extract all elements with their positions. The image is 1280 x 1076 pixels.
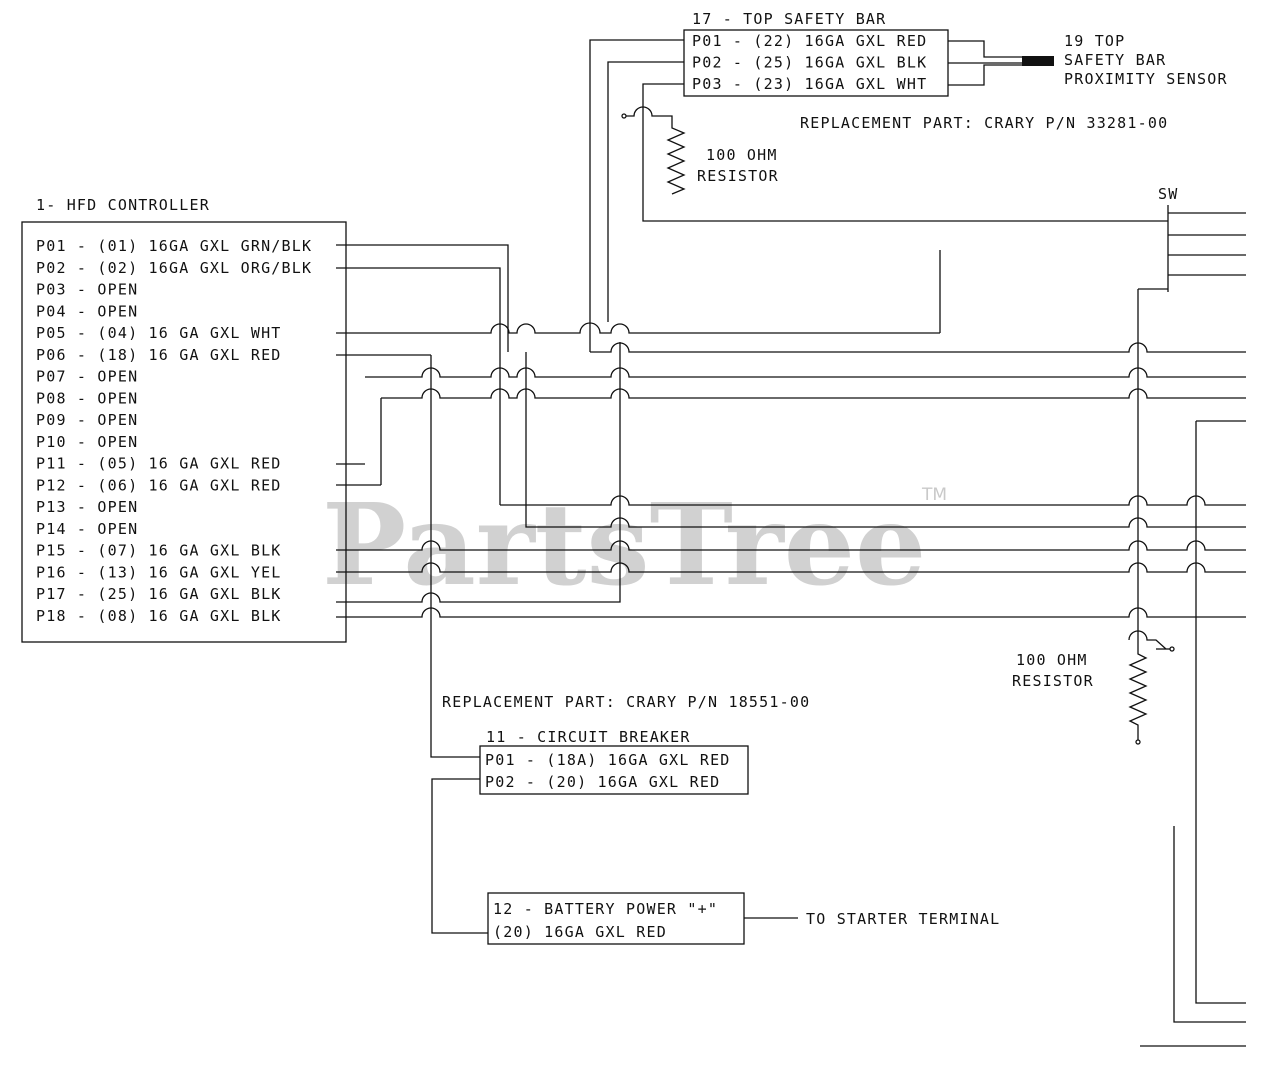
hfd-pin-11: P11 - (05) 16 GA GXL RED <box>36 455 282 473</box>
hfd-pin-10: P10 - OPEN <box>36 433 138 451</box>
hfd-pin-7: P07 - OPEN <box>36 368 138 386</box>
switch-block: SW <box>1138 185 1246 292</box>
right-resistor-label-2: RESISTOR <box>1012 672 1094 690</box>
wire-sb-p01-branch <box>590 342 1246 353</box>
battery-label-line-1: 12 - BATTERY POWER "+" <box>493 900 718 918</box>
hfd-pin-16: P16 - (13) 16 GA GXL YEL <box>36 563 282 581</box>
right-resistor-symbol <box>1128 630 1167 740</box>
hfd-controller-title: 1- HFD CONTROLLER <box>36 196 210 214</box>
battery-box <box>487 892 745 945</box>
hfd-pin-14: P14 - OPEN <box>36 520 138 538</box>
top-resistor-block: 100 OHM RESISTOR <box>621 106 779 195</box>
breaker-box <box>479 745 749 795</box>
hfd-pin-9: P09 - OPEN <box>36 411 138 429</box>
hfd-pin-1: P01 - (01) 16GA GXL GRN/BLK <box>36 237 312 255</box>
top-safety-bar-block: 17 - TOP SAFETY BAR P01 - (22) 16GA GXL … <box>683 10 1168 132</box>
wire-p16 <box>336 562 1246 573</box>
hfd-pin-5: P05 - (04) 16 GA GXL WHT <box>36 324 282 342</box>
wire-p02-run <box>500 495 1246 506</box>
safety-bar-pin-1: P01 - (22) 16GA GXL RED <box>692 32 927 50</box>
sensor-label-line-2: SAFETY BAR <box>1064 51 1166 69</box>
right-resistor-terminal-b <box>1135 739 1141 745</box>
breaker-pin-2: P02 - (20) 16GA GXL RED <box>485 773 720 791</box>
hfd-controller-block: 1- HFD CONTROLLER P01 - (01) 16GA GXL GR… <box>21 196 347 643</box>
hfd-pin-12: P12 - (06) 16 GA GXL RED <box>36 476 282 494</box>
top-resistor-terminal <box>621 113 627 119</box>
hfd-pin-list: P01 - (01) 16GA GXL GRN/BLK P02 - (02) 16… <box>36 237 312 625</box>
hfd-pin-13: P13 - OPEN <box>36 498 138 516</box>
breaker-replacement-note: REPLACEMENT PART: CRARY P/N 18551-00 <box>442 693 810 711</box>
wire-harness <box>336 39 1246 1047</box>
sensor-label-line-3: PROXIMITY SENSOR <box>1064 70 1228 88</box>
wire-p18 <box>336 607 1246 618</box>
top-resistor-label-2: RESISTOR <box>697 167 779 185</box>
wire-p08 <box>381 388 1246 399</box>
wire-p07 <box>365 367 1246 378</box>
switch-label: SW <box>1158 185 1178 203</box>
safety-bar-pin-3: P03 - (23) 16GA GXL WHT <box>692 75 927 93</box>
hfd-pin-6: P06 - (18) 16 GA GXL RED <box>36 346 282 364</box>
sensor-leads <box>948 40 1022 86</box>
top-resistor-symbol <box>626 106 686 195</box>
wire-p15 <box>336 540 1246 551</box>
proximity-sensor-block: 19 TOP SAFETY BAR PROXIMITY SENSOR <box>948 32 1228 88</box>
hfd-pin-2: P02 - (02) 16GA GXL ORG/BLK <box>36 259 312 277</box>
top-resistor-label-1: 100 OHM <box>706 146 778 164</box>
wire-p05 <box>336 322 940 334</box>
breaker-title: 11 - CIRCUIT BREAKER <box>486 728 691 746</box>
sensor-label-line-1: 19 TOP <box>1064 32 1125 50</box>
starter-terminal-label: TO STARTER TERMINAL <box>806 910 1000 928</box>
safety-bar-replacement-note: REPLACEMENT PART: CRARY P/N 33281-00 <box>800 114 1168 132</box>
watermark: PartsTree <box>322 480 926 611</box>
hfd-pin-8: P08 - OPEN <box>36 389 138 407</box>
hfd-pin-15: P15 - (07) 16 GA GXL BLK <box>36 542 282 560</box>
hfd-pin-18: P18 - (08) 16 GA GXL BLK <box>36 607 282 625</box>
right-resistor-block: 100 OHM RESISTOR <box>1012 630 1175 745</box>
safety-bar-title: 17 - TOP SAFETY BAR <box>692 10 886 28</box>
battery-block: 12 - BATTERY POWER "+" (20) 16GA GXL RED… <box>487 892 1000 945</box>
watermark-trademark: TM <box>921 485 947 505</box>
hfd-pin-4: P04 - OPEN <box>36 302 138 320</box>
breaker-pin-1: P01 - (18A) 16GA GXL RED <box>485 751 731 769</box>
hfd-pin-17: P17 - (25) 16 GA GXL BLK <box>36 585 282 603</box>
circuit-breaker-block: REPLACEMENT PART: CRARY P/N 18551-00 11 … <box>442 693 810 795</box>
switch-contacts <box>1138 205 1246 292</box>
wire-vertical-runs <box>336 39 1246 1047</box>
wire-p01-run <box>525 352 1246 528</box>
right-resistor-label-1: 100 OHM <box>1016 651 1088 669</box>
wire-p17 <box>336 342 621 603</box>
hfd-pin-3: P03 - OPEN <box>36 281 138 299</box>
sensor-connector <box>1022 56 1054 66</box>
battery-label-line-2: (20) 16GA GXL RED <box>493 923 667 941</box>
hfd-controller-box <box>21 221 347 643</box>
right-resistor-terminal-a <box>1169 646 1175 652</box>
safety-bar-pin-list: P01 - (22) 16GA GXL RED P02 - (25) 16GA G… <box>692 32 927 93</box>
safety-bar-pin-2: P02 - (25) 16GA GXL BLK <box>692 54 927 72</box>
